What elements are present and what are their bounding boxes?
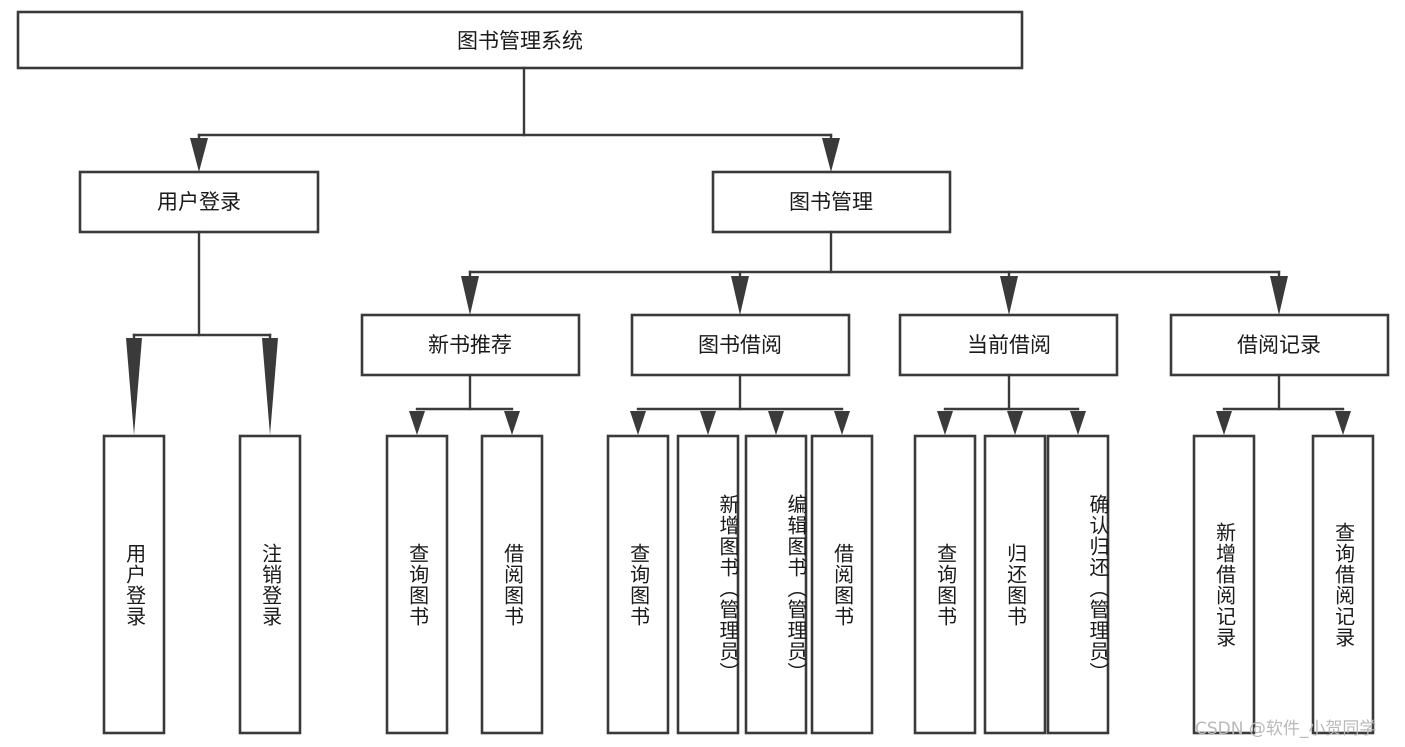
arrowhead-leaf-borrow-book-2 <box>834 411 850 435</box>
node-current-borrow-label: 当前借阅 <box>967 333 1051 357</box>
arrowhead-leaf-add-record <box>1216 411 1232 435</box>
arrowhead-leaf-query-book-3 <box>937 411 953 435</box>
leaf-user-logout-box[interactable] <box>238 434 302 735</box>
leaf-confirm-return-box[interactable] <box>1046 434 1110 735</box>
node-root-label: 图书管理系统 <box>457 29 583 53</box>
arrowhead-leaf-borrow-book-1 <box>504 411 520 435</box>
node-new-book-recommend-box[interactable] <box>360 313 581 377</box>
arrowhead-leaf-user-logout <box>262 338 278 435</box>
leaf-query-record-box[interactable] <box>1311 434 1375 735</box>
arrowhead-book-borrow <box>731 276 749 315</box>
node-book-borrow-box[interactable] <box>630 313 851 377</box>
arrowhead-leaf-confirm-return <box>1070 411 1086 435</box>
node-root-box[interactable] <box>16 10 1024 70</box>
leaf-add-book-box[interactable] <box>676 434 740 735</box>
arrowhead-borrow-record <box>1270 276 1288 315</box>
leaf-add-record-box[interactable] <box>1192 434 1256 735</box>
leaf-edit-book-box[interactable] <box>744 434 808 735</box>
leaf-query-book-2-box[interactable] <box>606 434 670 735</box>
arrowhead-leaf-query-record <box>1335 411 1351 435</box>
arrowhead-user-login <box>190 138 208 172</box>
leaf-query-book-3-box[interactable] <box>913 434 977 735</box>
arrowhead-leaf-add-book <box>700 411 716 435</box>
leaf-user-login-box[interactable] <box>102 434 166 735</box>
arrowhead-leaf-query-book-2 <box>630 411 646 435</box>
node-current-borrow-box[interactable] <box>898 313 1119 377</box>
arrowhead-new-book-recommend <box>461 276 479 315</box>
watermark-text: CSDN @软件_小贺同学 <box>1195 719 1377 739</box>
arrowhead-leaf-user-login <box>126 338 142 435</box>
node-book-management-box[interactable] <box>711 170 952 234</box>
arrowhead-book-management <box>822 138 840 172</box>
leaf-borrow-book-1-box[interactable] <box>480 434 544 735</box>
arrowhead-leaf-return-book <box>1007 411 1023 435</box>
arrowhead-leaf-query-book-1 <box>409 411 425 435</box>
arrowhead-leaf-edit-book <box>768 411 784 435</box>
leaf-query-book-1-box[interactable] <box>385 434 449 735</box>
arrowhead-current-borrow <box>1000 276 1018 315</box>
node-user-login-label: 用户登录 <box>157 190 241 214</box>
node-book-borrow-label: 图书借阅 <box>698 333 782 357</box>
node-book-management-label: 图书管理 <box>789 190 873 214</box>
node-borrow-record-label: 借阅记录 <box>1237 333 1321 357</box>
leaf-borrow-book-2-box[interactable] <box>810 434 874 735</box>
node-new-book-recommend-label: 新书推荐 <box>428 333 512 357</box>
node-borrow-record-box[interactable] <box>1169 313 1390 377</box>
leaf-return-book-box[interactable] <box>983 434 1047 735</box>
